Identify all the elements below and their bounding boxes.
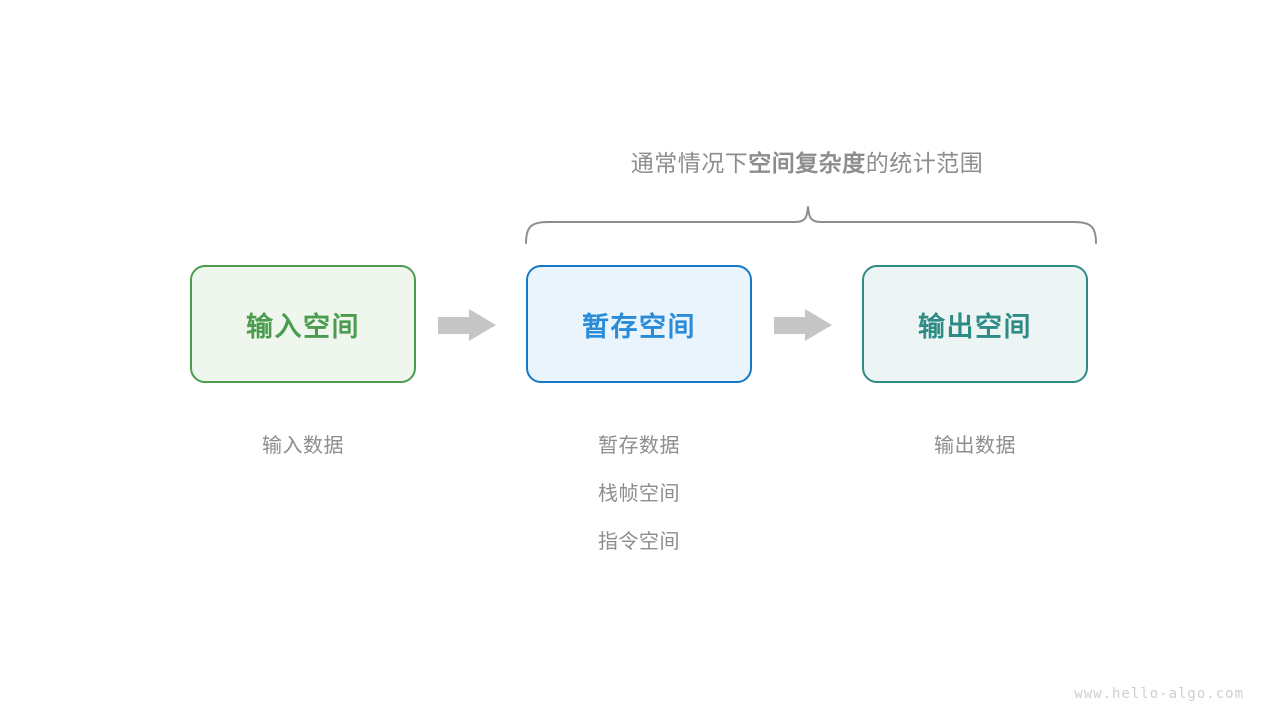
- arrow-head: [805, 309, 832, 341]
- node-temp-space[interactable]: 暂存空间: [526, 265, 752, 383]
- caption-input-data: 输入数据: [262, 435, 344, 457]
- caption-output-data: 输出数据: [934, 435, 1016, 457]
- node-output-space-label: 输出空间: [918, 311, 1032, 342]
- brace-caption-prefix: 通常情况下: [630, 150, 749, 176]
- arrow-shaft: [774, 317, 807, 334]
- arrow-shaft: [438, 317, 471, 334]
- brace-caption-suffix: 的统计范围: [865, 150, 984, 176]
- brace-caption-inner: 通常情况下空间复杂度的统计范围: [631, 150, 984, 176]
- caption-stack-frame-space: 栈帧空间: [598, 483, 680, 505]
- right-arrow-icon-input-to-temp: [438, 309, 496, 341]
- caption-column-input: 输入数据: [153, 422, 453, 470]
- caption-column-temp: 暂存数据 栈帧空间 指令空间: [489, 422, 789, 566]
- right-arrow-icon-temp-to-output: [774, 309, 832, 341]
- node-input-space[interactable]: 输入空间: [190, 265, 416, 383]
- brace-caption-emphasis: 空间复杂度: [748, 150, 866, 176]
- caption-temp-data: 暂存数据: [598, 435, 680, 457]
- watermark: www.hello-algo.com: [1074, 686, 1244, 702]
- curly-brace-icon: [525, 206, 1097, 244]
- arrow-head: [469, 309, 496, 341]
- flow-row: 输入空间 暂存空间 输出空间: [190, 265, 1090, 383]
- caption-column-output: 输出数据: [825, 422, 1125, 470]
- node-input-space-label: 输入空间: [246, 311, 360, 342]
- caption-instruction-space: 指令空间: [598, 531, 680, 553]
- brace-caption: 通常情况下空间复杂度的统计范围: [0, 146, 1280, 180]
- node-output-space[interactable]: 输出空间: [862, 265, 1088, 383]
- node-temp-space-label: 暂存空间: [582, 311, 696, 342]
